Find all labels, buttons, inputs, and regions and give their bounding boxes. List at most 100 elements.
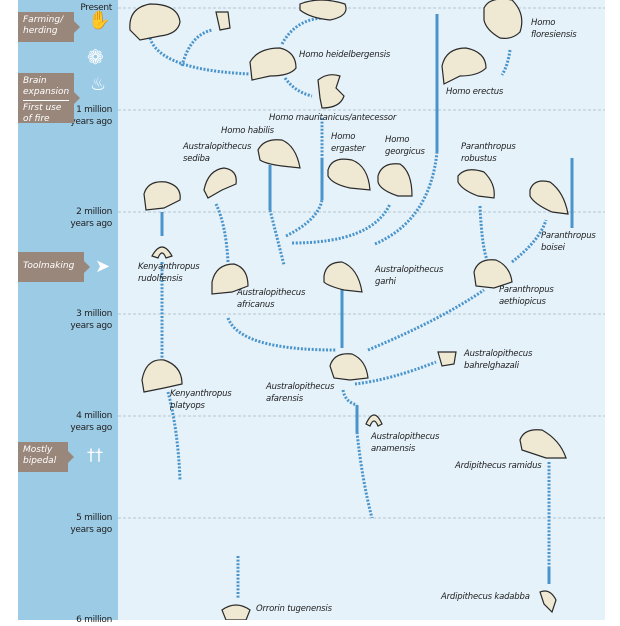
label-orrorin-tugenensis: Orrorin tugenensis bbox=[256, 603, 332, 615]
lineage-dotted bbox=[180, 28, 213, 67]
tick-label: 2 million bbox=[76, 207, 112, 217]
bone-orrorin-tugenensis bbox=[221, 604, 251, 620]
species-label-text: platyops bbox=[170, 401, 205, 411]
species-label-text: floresiensis bbox=[531, 30, 577, 40]
fire-icon: ♨ bbox=[90, 74, 107, 95]
milestone-label: Mostly bipedal bbox=[23, 445, 57, 466]
lineage-dotted bbox=[478, 205, 490, 263]
lineage-dotted bbox=[354, 360, 437, 386]
species-label-text: robustus bbox=[461, 154, 497, 164]
lineage-dotted bbox=[148, 37, 251, 76]
species-label-text: Homo mauritanicus/antecessor bbox=[269, 113, 397, 123]
milestone-brain-fire: Brain expansion First use of fire bbox=[18, 73, 80, 124]
species-label-text: Paranthropus bbox=[499, 285, 554, 295]
label-ardipithecus-ramidus: Ardipithecus ramidus bbox=[455, 460, 542, 472]
skull-australopithecus-garhi bbox=[323, 261, 363, 293]
label-paranthropus-robustus: Paranthropus robustus bbox=[461, 141, 516, 165]
tick-sublabel: years ago bbox=[70, 219, 112, 229]
lineage-dotted bbox=[367, 288, 485, 352]
stone-tool-icon: ➤ bbox=[95, 256, 111, 277]
skull-homo-mauritanicus bbox=[317, 74, 345, 109]
lineage-dotted bbox=[280, 16, 323, 45]
species-label-text: Australopithecus bbox=[371, 432, 440, 442]
tick-label: Present bbox=[80, 3, 112, 13]
label-homo-heidelbergensis: Homo heidelbergensis bbox=[299, 49, 390, 61]
species-label-text: Kenyanthropus bbox=[138, 262, 200, 272]
tick-sublabel: years ago bbox=[70, 423, 112, 433]
jaw-australopithecus-bahrelghazali bbox=[437, 351, 457, 367]
jaw-kenyanthropus-rudolfensis bbox=[151, 246, 173, 259]
skull-paranthropus-robustus bbox=[457, 169, 495, 199]
lineage-dotted bbox=[166, 391, 182, 481]
timeline-field bbox=[118, 0, 605, 620]
label-homo-mauritanicus: Homo mauritanicus/antecessor bbox=[269, 112, 396, 124]
species-label-text: Ardipithecus ramidus bbox=[455, 461, 542, 471]
label-homo-erectus: Homo erectus bbox=[446, 86, 503, 98]
species-label-text: Australopithecus bbox=[464, 349, 533, 359]
skull-neanderthal bbox=[299, 0, 347, 21]
tick-sublabel: years ago bbox=[70, 117, 112, 127]
lineage-dotted bbox=[268, 209, 286, 266]
hand-seed-icon: ✋ bbox=[88, 10, 111, 31]
skull-homo-floresiensis bbox=[483, 0, 523, 39]
species-label-text: Australopithecus bbox=[375, 265, 444, 275]
jaw-australopithecus-anamensis bbox=[365, 414, 383, 427]
species-label-text: Paranthropus bbox=[541, 231, 596, 241]
milestone-toolmaking: Toolmaking bbox=[18, 252, 90, 282]
tick-2m: 2 million years ago bbox=[70, 206, 112, 230]
label-homo-habilis: Homo habilis bbox=[221, 125, 274, 137]
label-australopithecus-afarensis: Australopithecus afarensis bbox=[266, 381, 334, 405]
bone-ardipithecus-kadabba bbox=[539, 590, 557, 614]
species-label-text: Homo habilis bbox=[221, 126, 274, 136]
label-homo-ergaster: Homo ergaster bbox=[331, 131, 365, 155]
footprints-icon: †† bbox=[87, 445, 103, 464]
species-label-text: ergaster bbox=[331, 144, 366, 154]
species-label-text: africanus bbox=[237, 300, 275, 310]
milestone-label: Farming/ herding bbox=[23, 15, 64, 36]
species-label-text: garhi bbox=[375, 277, 396, 287]
tick-label: 6 million bbox=[76, 615, 112, 625]
lineage-dotted bbox=[341, 389, 358, 407]
species-label-text: Australopithecus bbox=[266, 382, 335, 392]
label-ardipithecus-kadabba: Ardipithecus kadabba bbox=[441, 591, 530, 603]
skull-australopithecus-afarensis bbox=[329, 353, 369, 381]
label-australopithecus-africanus: Australopithecus africanus bbox=[237, 287, 305, 311]
tick-label: 5 million bbox=[76, 513, 112, 523]
species-label-text: anamensis bbox=[371, 444, 416, 454]
skull-australopithecus-africanus bbox=[211, 263, 249, 295]
milestone-label: Toolmaking bbox=[23, 261, 75, 271]
tick-label: 4 million bbox=[76, 411, 112, 421]
species-label-text: afarensis bbox=[266, 394, 303, 404]
milestone-label: Brain expansion bbox=[23, 76, 70, 97]
tick-1m: 1 million years ago bbox=[70, 104, 112, 128]
skull-homo-erectus bbox=[441, 47, 487, 85]
tick-label: 1 million bbox=[76, 105, 112, 115]
skull-homo-habilis bbox=[257, 139, 301, 169]
species-label-text: Orrorin tugenensis bbox=[256, 604, 332, 614]
tooth-denisovan bbox=[215, 11, 231, 31]
tick-present: Present bbox=[80, 2, 112, 14]
species-label-text: Australopithecus bbox=[183, 142, 252, 152]
species-label-text: Australopithecus bbox=[237, 288, 306, 298]
skull-unnamed bbox=[143, 181, 181, 211]
skull-australopithecus-sediba bbox=[203, 167, 237, 199]
tick-sublabel: years ago bbox=[70, 321, 112, 331]
label-australopithecus-garhi: Australopithecus garhi bbox=[375, 264, 443, 288]
species-label-text: Homo bbox=[331, 132, 356, 142]
tick-sublabel: years ago bbox=[70, 525, 112, 535]
species-label-text: Kenyanthropus bbox=[170, 389, 232, 399]
lineage-dotted bbox=[226, 317, 337, 352]
species-label-text: Homo bbox=[531, 18, 556, 28]
species-label-text: bahrelghazali bbox=[464, 361, 519, 371]
species-label-text: Paranthropus bbox=[461, 142, 516, 152]
lineage-dotted bbox=[511, 219, 548, 264]
lineage-dotted bbox=[355, 431, 374, 519]
label-homo-floresiensis: Homo floresiensis bbox=[531, 17, 577, 41]
